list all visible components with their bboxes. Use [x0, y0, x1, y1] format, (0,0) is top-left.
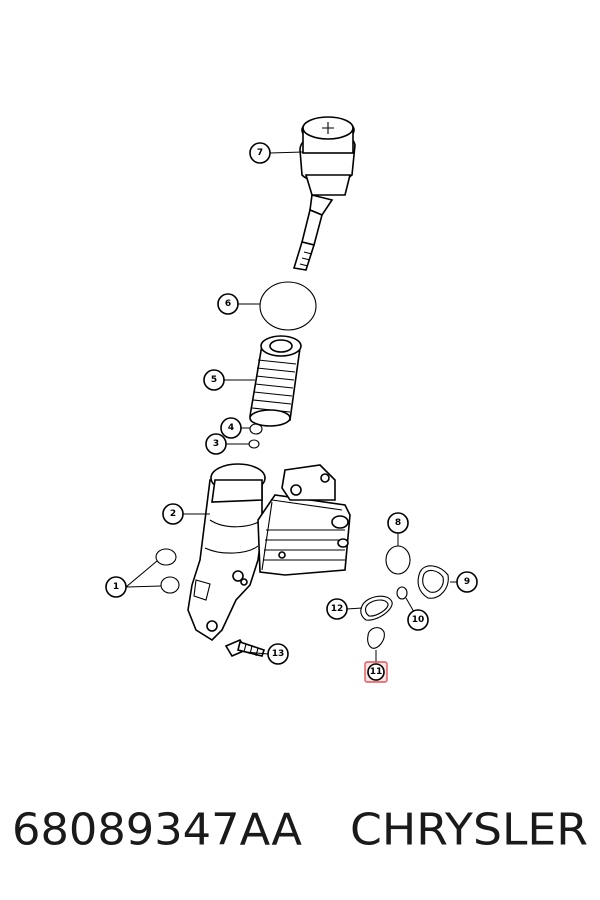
- part-number: 68089347AA: [12, 805, 302, 856]
- svg-text:7: 7: [257, 148, 263, 158]
- filter-element-part: [249, 335, 302, 427]
- svg-text:4: 4: [228, 423, 234, 433]
- gasket-part: [360, 595, 393, 621]
- o-ring-part: [259, 281, 317, 331]
- filter-housing-part: [187, 463, 351, 642]
- svg-text:6: 6: [225, 299, 231, 309]
- small-seal-part: [249, 423, 263, 435]
- callout-6[interactable]: 6: [217, 293, 239, 315]
- svg-text:12: 12: [331, 604, 344, 614]
- svg-text:8: 8: [395, 518, 401, 528]
- svg-text:11: 11: [370, 667, 383, 677]
- callout-1[interactable]: 1: [105, 576, 127, 598]
- callout-13[interactable]: 13: [267, 643, 289, 665]
- svg-text:1: 1: [113, 582, 119, 592]
- callout-7[interactable]: 7: [249, 142, 271, 164]
- brand-name: CHRYSLER: [350, 805, 588, 856]
- small-seal-part: [396, 586, 408, 600]
- bolt-part: [224, 638, 266, 658]
- svg-text:5: 5: [211, 375, 217, 385]
- callout-12[interactable]: 12: [326, 598, 348, 620]
- callout-2[interactable]: 2: [162, 503, 184, 525]
- o-ring-part: [160, 576, 180, 594]
- callout-9[interactable]: 9: [456, 571, 478, 593]
- filter-cap-part: [292, 116, 356, 271]
- callout-3[interactable]: 3: [205, 433, 227, 455]
- o-ring-part: [155, 548, 177, 566]
- callout-5[interactable]: 5: [203, 369, 225, 391]
- callout-11-highlighted[interactable]: 11: [364, 661, 388, 683]
- gasket-part: [367, 627, 385, 649]
- svg-text:9: 9: [464, 577, 470, 587]
- svg-text:2: 2: [170, 509, 176, 519]
- svg-text:10: 10: [412, 615, 425, 625]
- svg-text:3: 3: [213, 439, 219, 449]
- gasket-part: [385, 545, 411, 575]
- parts-diagram: 7 6 5 4 3 2 1 13 8 9 10 12: [105, 116, 478, 683]
- callout-10[interactable]: 10: [407, 609, 429, 631]
- gasket-part: [417, 565, 449, 599]
- svg-text:13: 13: [272, 649, 285, 659]
- leader-lines: [125, 151, 457, 662]
- washer-part: [248, 439, 260, 449]
- callout-8[interactable]: 8: [387, 512, 409, 534]
- caption-bar: 68089347AA CHRYSLER: [12, 805, 588, 856]
- callout-4[interactable]: 4: [220, 417, 242, 439]
